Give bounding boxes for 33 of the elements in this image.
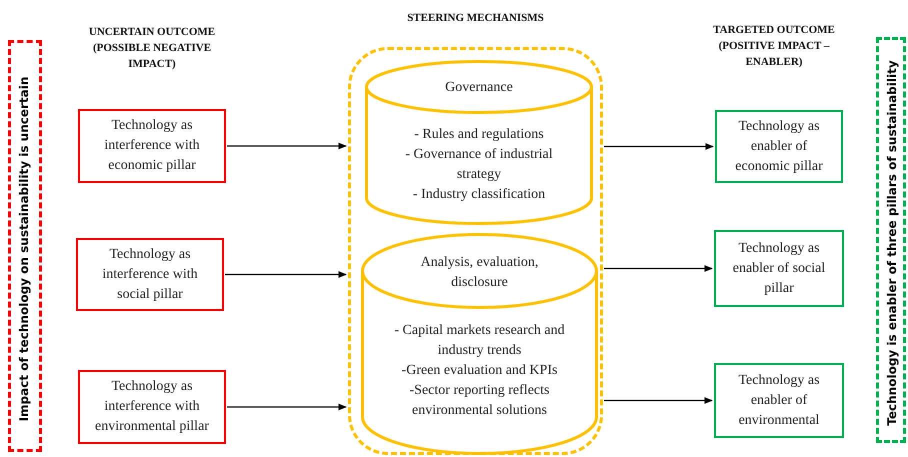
arrow — [227, 142, 347, 150]
box-text: Technology as interference with environmental pillar — [94, 378, 210, 436]
outcome-box — [715, 110, 843, 183]
cylinder-heading: Analysis, evaluation, disclosure — [420, 254, 540, 292]
list-item: -Sector reporting reflects environmental solutions — [408, 382, 550, 420]
outcome-box — [714, 363, 844, 438]
list-item: - Capital markets research and industry trends — [393, 322, 566, 360]
list-item: - Industry classification — [412, 186, 546, 204]
outcome-box — [714, 230, 844, 307]
list-item: - Rules and regulations — [413, 126, 545, 144]
list-item: - Governance of industrial strategy — [404, 146, 554, 184]
outcome-box — [78, 370, 226, 444]
box-text: Technology as enabler of environmental — [737, 372, 821, 430]
box-text: Technology as interference with social pillar — [101, 246, 199, 304]
outcome-box — [76, 238, 224, 311]
list-item: -Green evaluation and KPIs — [400, 362, 558, 380]
box-text: Technology as enabler of social pillar — [732, 240, 826, 298]
cylinder-heading: Governance — [444, 79, 514, 97]
vertical-label: Technology is enabler of three pillars of sustainability — [885, 59, 899, 428]
arrow — [604, 397, 713, 404]
vertical-label: Impact of technology on sustainability is uncertain — [17, 76, 31, 424]
box-text: Technology as enabler of economic pillar — [734, 118, 824, 176]
column-heading: STEERING MECHANISMS — [406, 11, 545, 26]
dashed-side-box — [876, 37, 906, 443]
arrow — [604, 143, 714, 150]
arrow — [225, 271, 347, 278]
box-text: Technology as interference with economic pillar — [103, 117, 201, 175]
dashed-side-box — [8, 40, 42, 452]
outcome-box — [78, 109, 226, 183]
arrow — [604, 265, 713, 272]
arrow — [227, 404, 347, 410]
column-heading: TARGETED OUTCOME (POSITIVE IMPACT – ENABLER) — [712, 23, 836, 70]
column-heading: UNCERTAIN OUTCOME (POSSIBLE NEGATIVE IMPACT) — [88, 25, 216, 72]
